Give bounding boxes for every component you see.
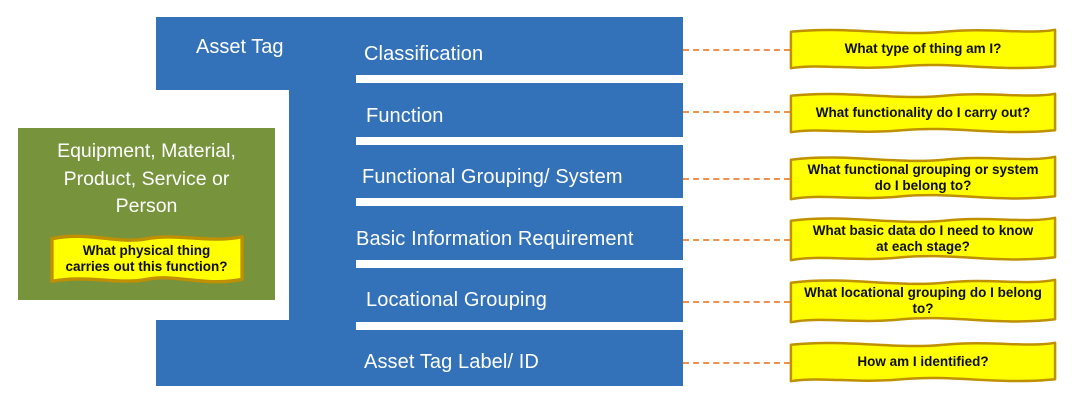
asset-tag-row-asset-tag-label-id[interactable]: Asset Tag Label/ ID [356, 335, 683, 389]
asset-tag-row-functional-grouping-system[interactable]: Functional Grouping/ System [356, 150, 683, 204]
green-question-line-1: What physical thing [82, 242, 211, 258]
question-ribbon-function: What functionality do I carry out? [789, 89, 1057, 137]
question-line-2: at each stage? [876, 239, 970, 254]
question-ribbon-asset-tag-label: How am I identified? [789, 338, 1057, 386]
question-line-1: What locational grouping do I belong [804, 284, 1042, 300]
question-line-1: What functional grouping or system [807, 161, 1039, 177]
row-label: Asset Tag Label/ ID [364, 351, 539, 373]
question-ribbon-basic-information: What basic data do I need to know at eac… [789, 213, 1057, 265]
row-label: Functional Grouping/ System [362, 166, 623, 188]
green-card-question-text: What physical thing carries out this fun… [50, 230, 244, 288]
connector-line-1 [683, 49, 790, 51]
ribbon-shape-icon [789, 216, 1057, 262]
ribbon-shape-icon [789, 278, 1057, 324]
row-separator-5 [356, 322, 683, 330]
row-separator-3 [356, 198, 683, 206]
asset-tag-caption: Asset Tag [196, 27, 346, 67]
question-line-2: to? [912, 301, 934, 316]
ribbon-shape-icon [789, 341, 1057, 383]
connector-line-4 [683, 239, 790, 241]
row-label: Classification [364, 43, 484, 65]
question-ribbon-text: What type of thing am I? [789, 25, 1057, 73]
row-label: Function [366, 105, 444, 127]
question-line-1: What basic data do I need to know [812, 222, 1034, 238]
connector-line-2 [683, 111, 790, 113]
question-line-2: do I belong to? [874, 178, 972, 193]
green-card-title: Equipment, Material, Product, Service or… [57, 140, 236, 218]
question-ribbon-text: What basic data do I need to know at eac… [789, 213, 1057, 265]
connector-line-6 [683, 362, 790, 364]
question-ribbon-classification: What type of thing am I? [789, 25, 1057, 73]
question-ribbon-functional-grouping: What functional grouping or system do I … [789, 152, 1057, 204]
question-ribbon-locational-grouping: What locational grouping do I belong to? [789, 275, 1057, 327]
row-separator-2 [356, 137, 683, 145]
ribbon-shape-icon [49, 234, 244, 284]
ribbon-shape-icon [789, 92, 1057, 134]
connector-line-5 [683, 301, 790, 303]
green-question-line-2: carries out this function? [65, 259, 228, 275]
asset-tag-row-locational-grouping[interactable]: Locational Grouping [356, 273, 683, 327]
asset-tag-row-classification[interactable]: Classification [356, 27, 683, 81]
question-ribbon-text: What functional grouping or system do I … [789, 152, 1057, 204]
green-card-question-ribbon: What physical thing carries out this fun… [49, 230, 244, 288]
row-label: Locational Grouping [366, 289, 547, 311]
asset-tag-row-basic-information-requirement[interactable]: Basic Information Requirement [356, 212, 683, 266]
ribbon-shape-icon [789, 155, 1057, 201]
ribbon-shape-icon [789, 28, 1057, 70]
question-line-1: What type of thing am I? [844, 40, 1002, 56]
question-ribbon-text: What locational grouping do I belong to? [789, 275, 1057, 327]
row-separator-1 [356, 75, 683, 83]
row-label: Basic Information Requirement [356, 228, 634, 250]
asset-tag-row-function[interactable]: Function [356, 89, 683, 143]
asset-tag-caption-label: Asset Tag [196, 35, 284, 58]
question-line-1: What functionality do I carry out? [815, 104, 1031, 120]
connector-line-3 [683, 178, 790, 180]
question-ribbon-text: How am I identified? [789, 338, 1057, 386]
physical-thing-green-card: Equipment, Material, Product, Service or… [18, 128, 275, 300]
question-ribbon-text: What functionality do I carry out? [789, 89, 1057, 137]
question-line-1: How am I identified? [857, 353, 989, 369]
row-separator-4 [356, 260, 683, 268]
